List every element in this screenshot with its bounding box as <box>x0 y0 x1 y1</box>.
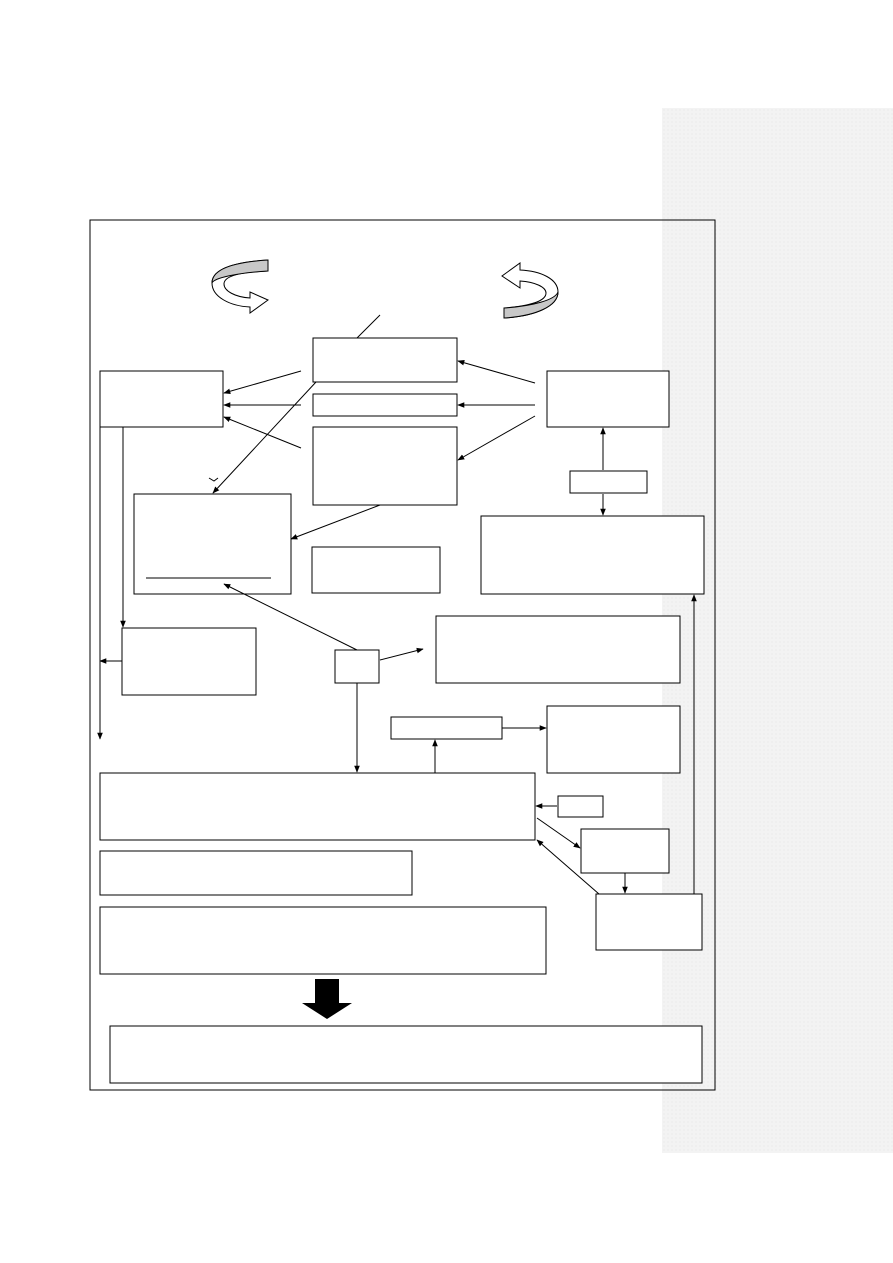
small-center-box <box>311 546 441 594</box>
block-down-arrow-icon <box>302 979 352 1019</box>
cycle-arrow-counterclockwise-icon <box>501 262 559 319</box>
big-box-2 <box>99 850 413 896</box>
right-box <box>546 370 670 428</box>
final-box <box>109 1025 703 1084</box>
right-bottom-box <box>595 893 703 951</box>
arrow-right-to-tall <box>457 415 536 461</box>
arrow-right-to-top <box>457 360 536 384</box>
strip-box <box>390 716 503 740</box>
center-left-box <box>133 493 292 595</box>
arrow-top-to-left <box>223 370 302 394</box>
left-lower-box <box>121 627 257 696</box>
arrow-node-to-right-mid <box>379 647 424 661</box>
top-center-box <box>312 337 458 383</box>
line-top-stub <box>356 314 381 339</box>
big-box-3 <box>99 906 547 975</box>
right-small-connector <box>569 470 648 494</box>
connectors <box>97 314 697 895</box>
right-small-box <box>580 828 670 874</box>
small-node-box <box>334 649 380 684</box>
right-lower-box <box>546 705 681 774</box>
right-mid-wide-box <box>435 615 681 684</box>
cycle-arrow-clockwise-icon <box>211 259 269 314</box>
arrow-top-to-center-left <box>212 381 317 494</box>
arrow-node-to-center-left <box>223 583 358 651</box>
arrow-bottom-to-big-box <box>536 839 600 895</box>
diagram-frame <box>89 219 716 1091</box>
small-tick-mark <box>208 477 219 482</box>
center-tall-box <box>312 426 458 506</box>
arrow-big-box-to-right-small <box>536 817 581 849</box>
arrow-tall-to-left <box>223 416 302 449</box>
right-wide-box <box>480 515 705 595</box>
left-box <box>99 370 224 428</box>
big-box-1 <box>99 772 536 841</box>
middle-strip-box <box>312 393 458 417</box>
comment-margin-panel <box>662 108 893 1153</box>
tiny-box <box>557 795 604 818</box>
arrow-tall-to-center-left <box>290 504 381 540</box>
